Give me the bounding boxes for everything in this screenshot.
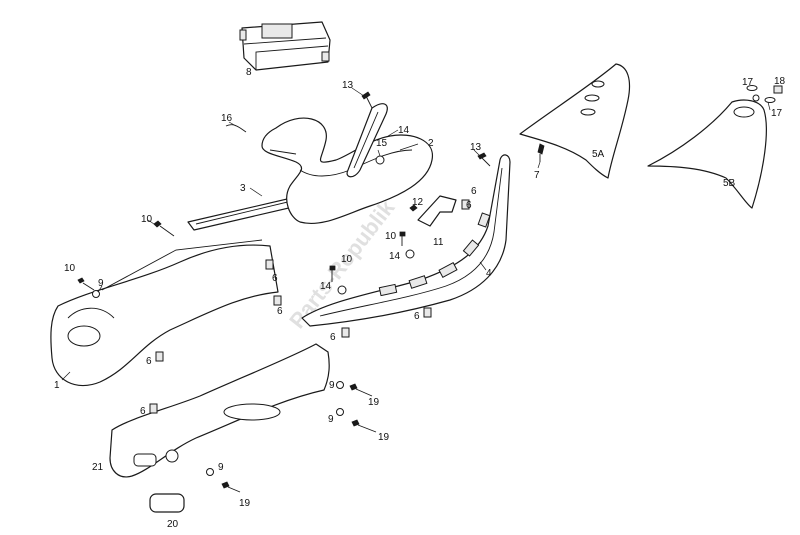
label-2: 2 — [428, 138, 434, 149]
screw-12 — [409, 204, 418, 212]
washer-14b — [405, 249, 415, 259]
label-8: 8 — [246, 67, 252, 78]
screw-10a — [153, 220, 175, 237]
fasteners — [77, 85, 783, 493]
clip-18 — [773, 85, 783, 94]
label-9d: 9 — [218, 462, 224, 473]
label-13a: 13 — [342, 80, 354, 91]
label-13b: 13 — [470, 142, 482, 153]
label-21: 21 — [92, 462, 104, 473]
label-9c: 9 — [328, 414, 334, 425]
label-9a: 9 — [98, 278, 104, 289]
screw-19c — [221, 481, 241, 493]
label-19a: 19 — [368, 397, 380, 408]
washer-15 — [375, 155, 385, 165]
clip-17a — [746, 85, 758, 91]
label-1: 1 — [54, 380, 60, 391]
screw-10b — [77, 277, 95, 291]
label-10d: 10 — [341, 254, 353, 265]
label-12: 12 — [412, 197, 424, 208]
label-14c: 14 — [320, 281, 332, 292]
label-18: 18 — [774, 76, 786, 87]
clip-6d — [149, 403, 158, 414]
part-5b-shield — [647, 94, 767, 209]
label-14b: 14 — [389, 251, 401, 262]
screw-7 — [537, 143, 545, 162]
label-17b: 17 — [771, 108, 783, 119]
part-8-box — [239, 21, 331, 71]
screw-10d — [329, 265, 336, 282]
label-10c: 10 — [385, 231, 397, 242]
label-9b: 9 — [329, 380, 335, 391]
part-20-cap — [149, 493, 185, 513]
label-19b: 19 — [378, 432, 390, 443]
label-3: 3 — [240, 183, 246, 194]
washer-14a — [337, 285, 347, 295]
part-5a-shield — [519, 63, 631, 179]
clip-6b — [273, 295, 282, 306]
part-21-lower-panel — [109, 343, 330, 478]
clip-6e — [341, 327, 350, 338]
label-5b: 5B — [723, 178, 736, 189]
part-1-left-panel — [50, 239, 279, 387]
screw-10c — [399, 231, 406, 246]
label-6h: 6 — [466, 200, 472, 211]
clip-6g — [461, 199, 470, 210]
part-4-floor-frame — [301, 154, 511, 327]
clip-16 — [225, 124, 247, 133]
label-11: 11 — [433, 237, 444, 248]
label-15: 15 — [376, 138, 388, 149]
label-6f: 6 — [414, 311, 420, 322]
label-14a: 14 — [398, 125, 410, 136]
washer-9b — [336, 381, 344, 389]
label-6a: 6 — [272, 273, 278, 284]
label-16: 16 — [221, 113, 233, 124]
label-6d: 6 — [140, 406, 146, 417]
washer-9d — [206, 468, 214, 476]
screw-19a — [349, 383, 373, 397]
callout-labels: 1 2 3 4 5A 5B 6 6 6 6 6 6 6 6 7 8 9 9 9 … — [54, 67, 786, 530]
screw-13a — [361, 91, 373, 109]
label-6b: 6 — [277, 306, 283, 317]
label-10a: 10 — [141, 214, 153, 225]
leader-lines — [61, 87, 771, 381]
label-4: 4 — [486, 268, 492, 279]
label-7: 7 — [534, 170, 540, 181]
clip-6c — [155, 351, 164, 362]
clip-6a — [265, 259, 274, 270]
label-19c: 19 — [239, 498, 251, 509]
label-20: 20 — [167, 519, 179, 530]
label-6e: 6 — [330, 332, 336, 343]
label-5a: 5A — [592, 149, 605, 160]
washer-9a — [92, 290, 100, 298]
part-11-bracket — [417, 195, 457, 227]
screw-19b — [351, 419, 377, 433]
clip-17b — [764, 97, 776, 103]
screw-13b — [477, 152, 491, 167]
label-17a: 17 — [742, 77, 754, 88]
label-6c: 6 — [146, 356, 152, 367]
label-10b: 10 — [64, 263, 76, 274]
part-14-bracket — [346, 103, 388, 178]
label-6g: 6 — [471, 186, 477, 197]
clip-6f — [423, 307, 432, 318]
washer-9c — [336, 408, 344, 416]
